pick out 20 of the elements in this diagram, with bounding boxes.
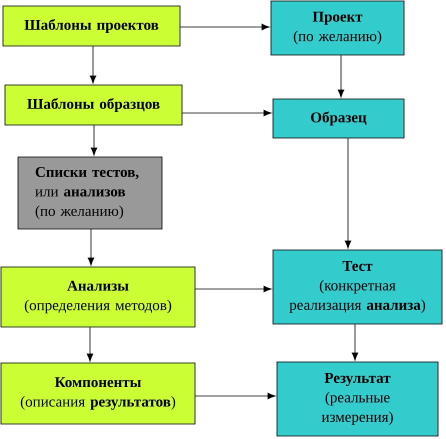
arrow — [182, 110, 272, 116]
arrow — [338, 55, 344, 98]
arrow — [88, 229, 94, 266]
process-box: Компоненты (описания результатов) — [0, 362, 196, 424]
arrow — [90, 46, 96, 84]
arrow — [86, 327, 94, 362]
process-box: Проект (по желанию) — [270, 0, 404, 56]
process-box: Анализы (определения методов) — [0, 266, 196, 328]
arrow — [90, 125, 98, 156]
arrow — [195, 286, 272, 292]
arrow — [195, 392, 276, 400]
process-box: Шаблоны проектов — [2, 6, 180, 46]
process-box: Тест (конкретная реализация анализа) — [272, 250, 442, 324]
process-box: Результат (реальные измерения) — [276, 362, 438, 436]
process-box: Шаблоны образцов — [4, 84, 182, 126]
arrow — [180, 24, 270, 30]
process-box: Образец — [272, 98, 404, 138]
arrow — [344, 138, 352, 248]
process-box: Списки тестов, или анализов (по желанию) — [18, 156, 162, 230]
arrow — [352, 324, 358, 360]
